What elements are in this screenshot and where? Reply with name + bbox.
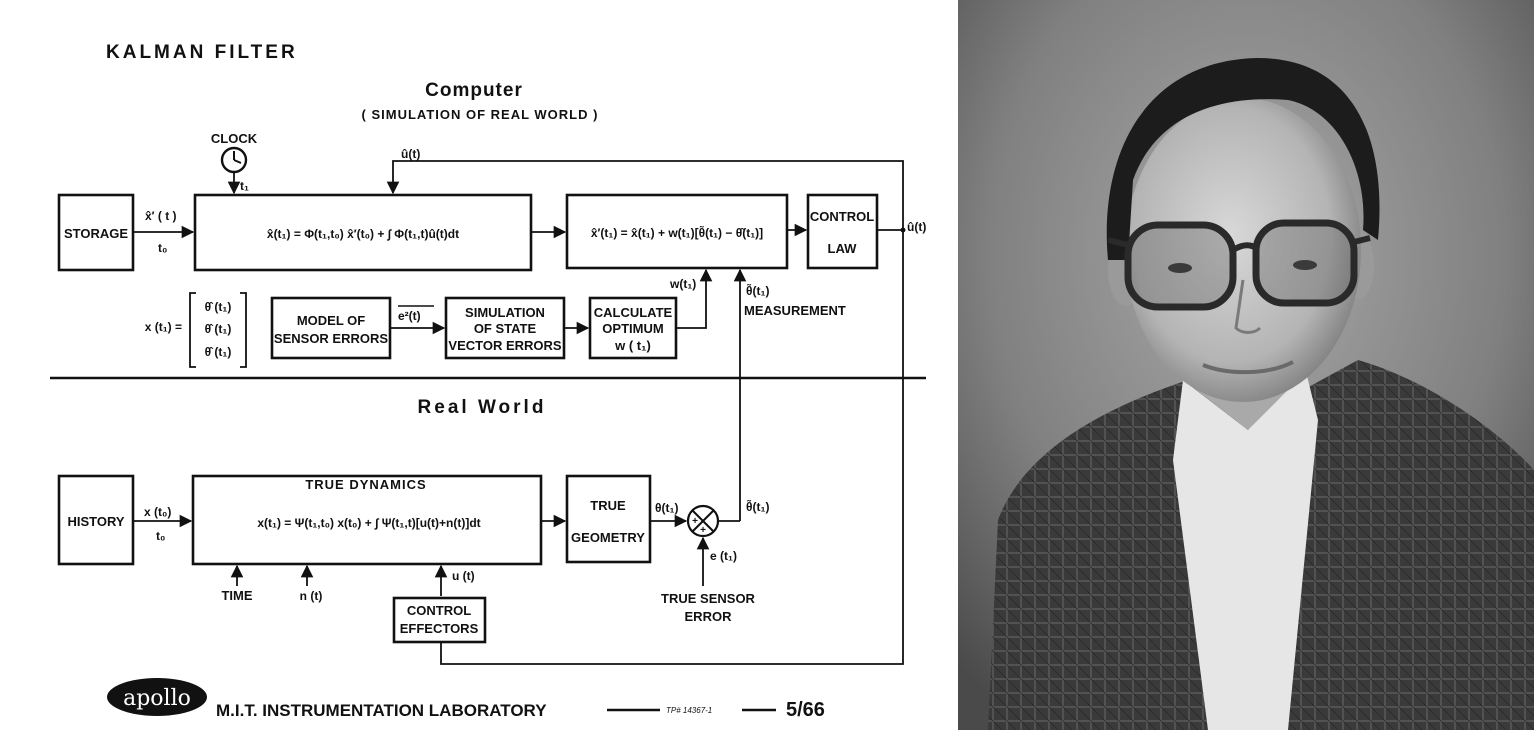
update-block xyxy=(565,193,789,270)
true-dynamics-equation: x(t₁) = Ψ(t₁,t₀) x(t₀) + ∫ Ψ(t₁,t)[u(t)+… xyxy=(257,516,480,530)
diagram-title: KALMAN FILTER xyxy=(106,42,298,63)
summing-junction: + + xyxy=(686,504,720,538)
real-world-heading: Real World xyxy=(418,397,547,418)
control-effectors-block xyxy=(392,596,487,644)
control-law-label-2: LAW xyxy=(828,241,858,256)
signal-xhat-prime: x̂′ ( t ) xyxy=(145,209,177,223)
signal-x-t0: x (t₀) xyxy=(144,505,171,519)
true-dynamics-title: TRUE DYNAMICS xyxy=(305,477,426,492)
portrait-photo xyxy=(958,0,1534,730)
signal-t1-clock: t₁ xyxy=(240,179,249,193)
computer-subheading: ( SIMULATION OF REAL WORLD ) xyxy=(362,107,599,122)
state-vector-2: θ̂ (t₁) xyxy=(205,322,232,336)
signal-theta-t1: θ(t₁) xyxy=(655,501,678,515)
signal-theta-tilde-out: θ̃(t₁) xyxy=(746,499,769,514)
sim-state-label-1: SIMULATION xyxy=(465,305,545,320)
update-equation: x̂′(t₁) = x̂(t₁) + w(t₁)[θ̃(t₁) − θ̂(t₁)… xyxy=(591,225,763,240)
control-effectors-label-1: CONTROL xyxy=(407,603,471,618)
signal-w-t1: w(t₁) xyxy=(669,277,696,291)
control-effectors-label-2: EFFECTORS xyxy=(400,621,479,636)
predict-equation: x̂(t₁) = Φ(t₁,t₀) x̂′(t₀) + ∫ Φ(t₁,t)û(t… xyxy=(267,227,459,241)
svg-text:+: + xyxy=(692,516,698,527)
apollo-logo: apollo xyxy=(107,678,207,716)
signal-e-t1: e (t₁) xyxy=(710,549,737,563)
true-sensor-label-1: TRUE SENSOR xyxy=(661,591,756,606)
state-vector-1: θ̂ (t₁) xyxy=(205,300,232,314)
signal-t0-top: t₀ xyxy=(158,241,167,255)
true-dynamics-block xyxy=(191,474,543,566)
kalman-filter-diagram: KALMAN FILTER Computer ( SIMULATION OF R… xyxy=(50,42,926,721)
true-geometry-label-1: TRUE xyxy=(590,498,626,513)
footer-tp-number: TP# 14367-1 xyxy=(666,706,712,715)
shirt xyxy=(1173,360,1318,730)
control-law-block xyxy=(806,193,879,270)
footer-date: 5/66 xyxy=(786,699,825,721)
model-sensor-label-1: MODEL OF xyxy=(297,313,365,328)
calc-optimum-label-1: CALCULATE xyxy=(594,305,673,320)
svg-text:+: + xyxy=(700,525,706,536)
true-sensor-label-2: ERROR xyxy=(685,609,733,624)
footer-lab-name: M.I.T. INSTRUMENTATION LABORATORY xyxy=(216,701,547,720)
calc-optimum-label-2: OPTIMUM xyxy=(602,321,663,336)
sim-state-label-2: OF STATE xyxy=(474,321,537,336)
signal-t0-bottom: t₀ xyxy=(156,529,165,543)
svg-text:apollo: apollo xyxy=(123,686,191,711)
clock-icon xyxy=(220,146,248,174)
history-block xyxy=(57,474,135,566)
signal-uhat-top: û(t) xyxy=(401,147,420,161)
signal-n-t: n (t) xyxy=(300,589,323,603)
signal-e2: e²(t) xyxy=(398,309,421,323)
true-geometry-label-2: GEOMETRY xyxy=(571,530,645,545)
model-sensor-block xyxy=(270,296,392,360)
mouth xyxy=(1202,360,1294,375)
history-label: HISTORY xyxy=(67,514,124,529)
model-sensor-label-2: SENSOR ERRORS xyxy=(274,331,388,346)
hair xyxy=(1106,58,1380,260)
sim-state-label-3: VECTOR ERRORS xyxy=(448,338,561,353)
control-law-label-1: CONTROL xyxy=(810,209,874,224)
signal-u-t: u (t) xyxy=(452,569,475,583)
clock-label: CLOCK xyxy=(211,131,258,146)
signal-uhat-out: û(t) xyxy=(907,220,926,234)
storage-label: STORAGE xyxy=(64,226,128,241)
signal-time: TIME xyxy=(221,588,252,603)
signal-theta-tilde: θ̃(t₁) xyxy=(746,283,769,298)
measurement-label: MEASUREMENT xyxy=(744,303,846,318)
state-vector-3: θ̂ (t₁) xyxy=(205,345,232,359)
calc-optimum-label-3: w ( t₁) xyxy=(614,338,651,353)
computer-heading: Computer xyxy=(425,80,523,101)
state-vector-lhs: x (t₁) = xyxy=(145,320,182,334)
face xyxy=(1125,98,1361,402)
true-geometry-block xyxy=(565,474,652,564)
